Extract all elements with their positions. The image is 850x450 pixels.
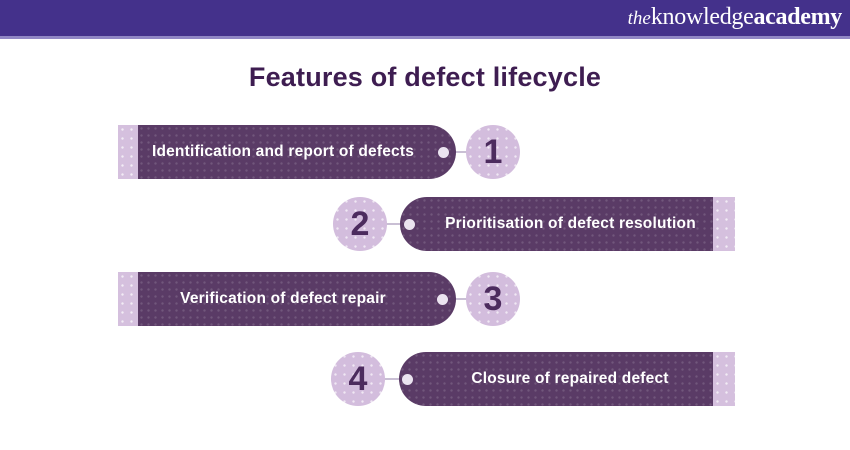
connector-line	[444, 151, 470, 153]
accent-strip	[118, 272, 138, 326]
step-label: Prioritisation of defect resolution	[445, 215, 696, 232]
step-number: 2	[350, 205, 370, 243]
brand-logo: theknowledgeacademy	[627, 0, 843, 38]
step-number-circle: 2	[333, 197, 387, 251]
connector-line	[443, 298, 469, 300]
step-number: 3	[483, 280, 503, 318]
step-row: Prioritisation of defect resolution 2	[0, 197, 850, 251]
logo-knowledge: knowledge	[650, 3, 754, 30]
step-row: Closure of repaired defect 4	[0, 352, 850, 406]
accent-strip	[118, 125, 138, 179]
step-pill: Closure of repaired defect	[399, 352, 713, 406]
page-title: Features of defect lifecycle	[248, 62, 602, 92]
accent-strip	[713, 352, 735, 406]
connector-dot	[402, 373, 413, 385]
step-number-circle: 1	[466, 125, 520, 179]
connector-dot	[438, 146, 449, 158]
step-label: Verification of defect repair	[180, 290, 386, 307]
step-number-circle: 4	[331, 352, 385, 406]
connector-line	[384, 378, 409, 380]
step-pill: Identification and report of defects	[138, 125, 456, 179]
step-row: Verification of defect repair 3	[0, 272, 850, 326]
logo-academy: academy	[753, 3, 842, 30]
step-label: Identification and report of defects	[151, 143, 415, 160]
header-bar: theknowledgeacademy	[0, 0, 850, 39]
step-pill: Prioritisation of defect resolution	[400, 197, 713, 251]
step-number-circle: 3	[466, 272, 520, 326]
logo-the: the	[627, 7, 651, 29]
connector-line	[386, 223, 410, 225]
step-pill: Verification of defect repair	[138, 272, 456, 326]
connector-dot	[404, 218, 415, 230]
step-number: 1	[483, 133, 503, 171]
step-row: Identification and report of defects 1	[0, 125, 850, 179]
step-label: Closure of repaired defect	[471, 370, 669, 387]
step-number: 4	[348, 360, 368, 398]
connector-dot	[437, 293, 448, 305]
accent-strip	[713, 197, 735, 251]
